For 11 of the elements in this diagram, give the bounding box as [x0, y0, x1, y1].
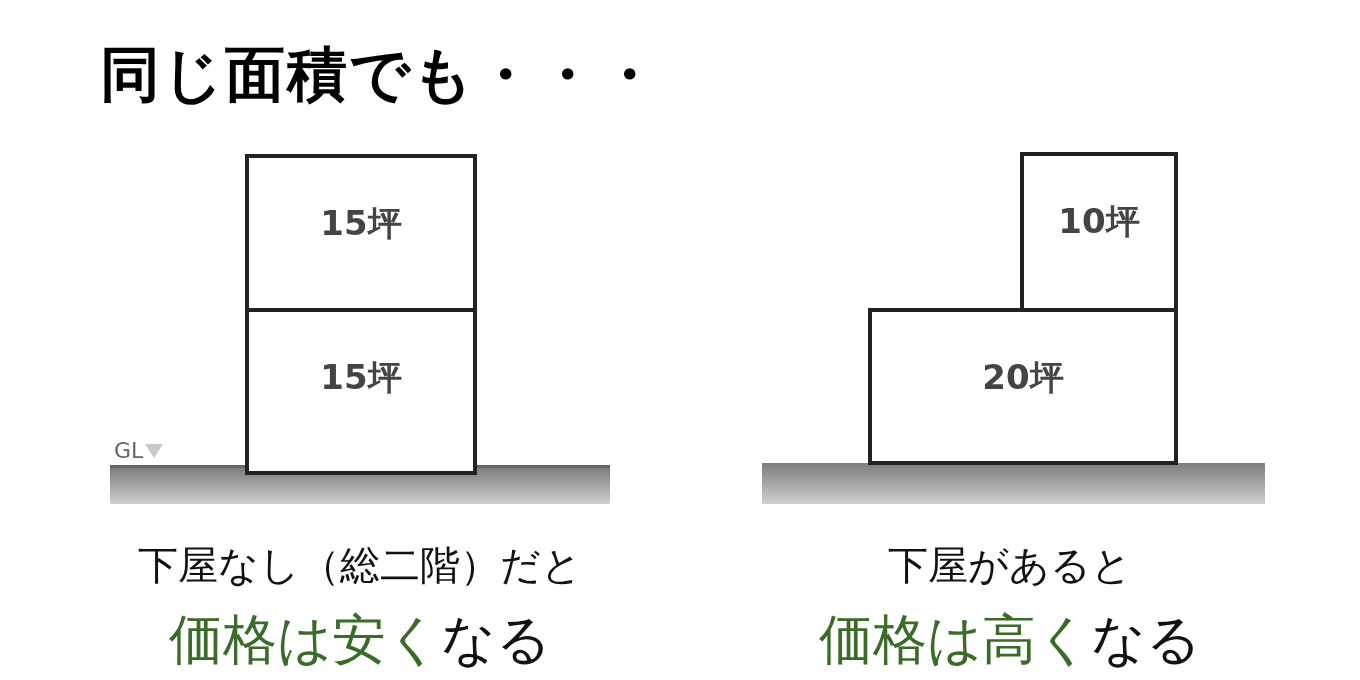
caption-text: 下屋があると — [887, 541, 1133, 590]
ground-level-label: GL — [114, 440, 144, 462]
floor-box — [868, 308, 1178, 465]
area-label: 15坪 — [320, 360, 402, 394]
area-label: 10坪 — [1058, 204, 1140, 238]
area-label: 15坪 — [320, 206, 402, 240]
price-conclusion: 価格は高くなる — [818, 607, 1202, 673]
price-conclusion: 価格は安くなる — [168, 607, 552, 673]
area-label: 20坪 — [982, 360, 1064, 394]
caption-text: 下屋なし（総二階）だと — [137, 541, 583, 590]
title: 同じ面積でも・・・ — [100, 44, 661, 104]
